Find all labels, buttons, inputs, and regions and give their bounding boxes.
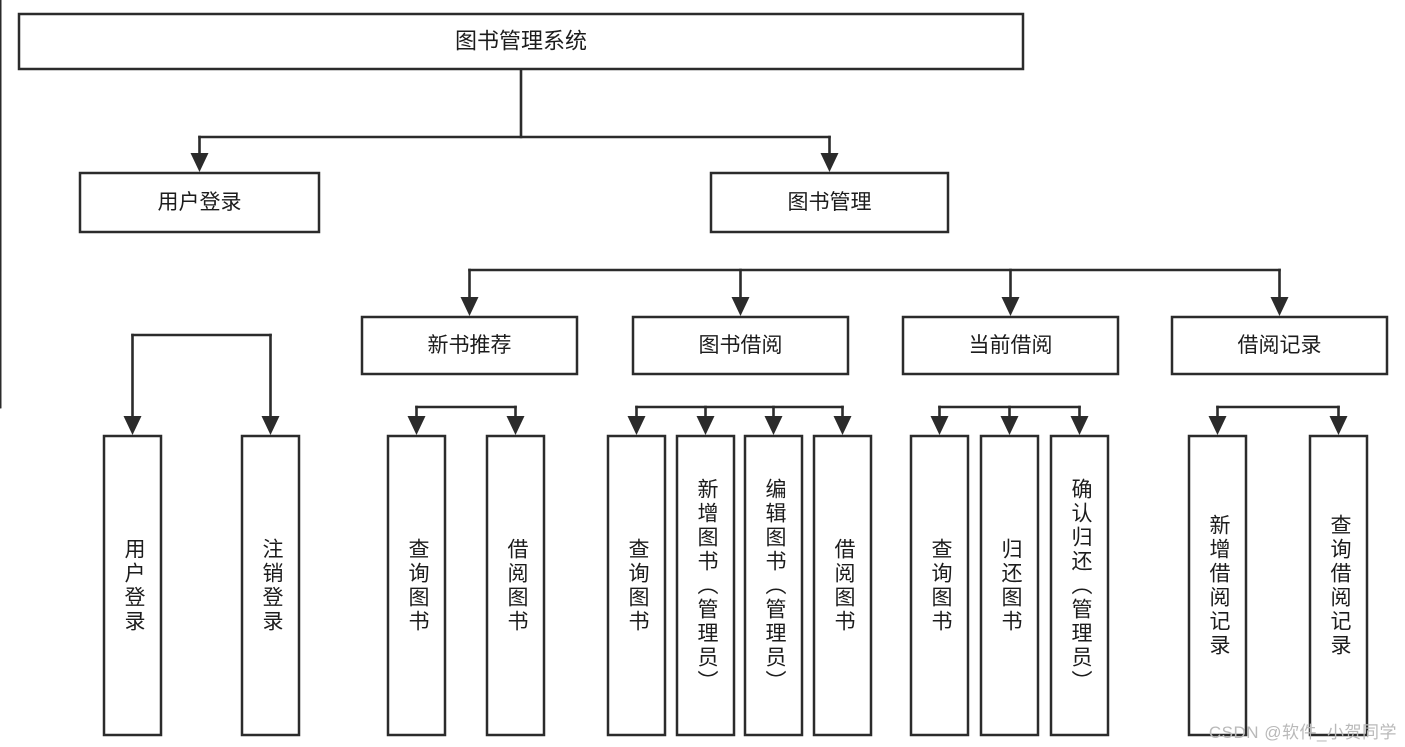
arrow-head-icon	[460, 297, 479, 316]
level3-1[interactable]	[631, 315, 850, 376]
leaf-11[interactable]	[1187, 434, 1248, 737]
arrow-head-icon	[407, 416, 426, 435]
arrow-head-icon	[820, 153, 839, 172]
level3-2[interactable]	[901, 315, 1120, 376]
leaf-9[interactable]	[979, 434, 1040, 737]
level3-0[interactable]	[360, 315, 579, 376]
arrow-head-icon	[930, 416, 949, 435]
level2-0[interactable]	[78, 171, 321, 234]
leaf-8[interactable]	[909, 434, 970, 737]
arrow-head-icon	[833, 416, 852, 435]
arrow-head-icon	[261, 416, 280, 435]
page-title: 图书管理系统	[455, 28, 587, 53]
leaf-2[interactable]	[386, 434, 447, 737]
arrow-head-icon	[190, 153, 209, 172]
leaf-12[interactable]	[1308, 434, 1369, 737]
arrow-head-icon	[731, 297, 750, 316]
level2-label-1: 图书管理	[788, 191, 872, 214]
arrow-head-icon	[1329, 416, 1348, 435]
leaf-6[interactable]	[743, 434, 804, 737]
arrow-head-icon	[1000, 416, 1019, 435]
box-layer	[17, 12, 1389, 737]
arrow-head-icon	[1270, 297, 1289, 316]
level2-label-0: 用户登录	[158, 191, 242, 214]
arrow-head-icon	[1208, 416, 1227, 435]
leaf-10[interactable]	[1049, 434, 1110, 737]
level3-label-3: 借阅记录	[1238, 334, 1322, 357]
arrow-head-icon	[764, 416, 783, 435]
level2-1[interactable]	[709, 171, 950, 234]
arrow-head-icon	[123, 416, 142, 435]
leaf-0[interactable]	[102, 434, 163, 737]
connector-layer	[0, 0, 1348, 435]
level3-label-1: 图书借阅	[699, 334, 783, 357]
leaf-1[interactable]	[240, 434, 301, 737]
leaf-5[interactable]	[675, 434, 736, 737]
arrow-head-icon	[506, 416, 525, 435]
level3-label-0: 新书推荐	[428, 334, 512, 357]
node-e59bbee4b9a6e7aea1e79086e7b3bbe7bb9f[interactable]	[17, 12, 1025, 71]
level3-3[interactable]	[1170, 315, 1389, 376]
arrow-head-icon	[1001, 297, 1020, 316]
watermark-text: CSDN @软件_小贺同学	[1208, 723, 1397, 742]
arrow-head-icon	[1070, 416, 1089, 435]
leaf-4[interactable]	[606, 434, 667, 737]
leaf-3[interactable]	[485, 434, 546, 737]
leaf-7[interactable]	[812, 434, 873, 737]
arrow-head-icon	[627, 416, 646, 435]
arrow-head-icon	[696, 416, 715, 435]
level3-label-2: 当前借阅	[969, 334, 1053, 357]
